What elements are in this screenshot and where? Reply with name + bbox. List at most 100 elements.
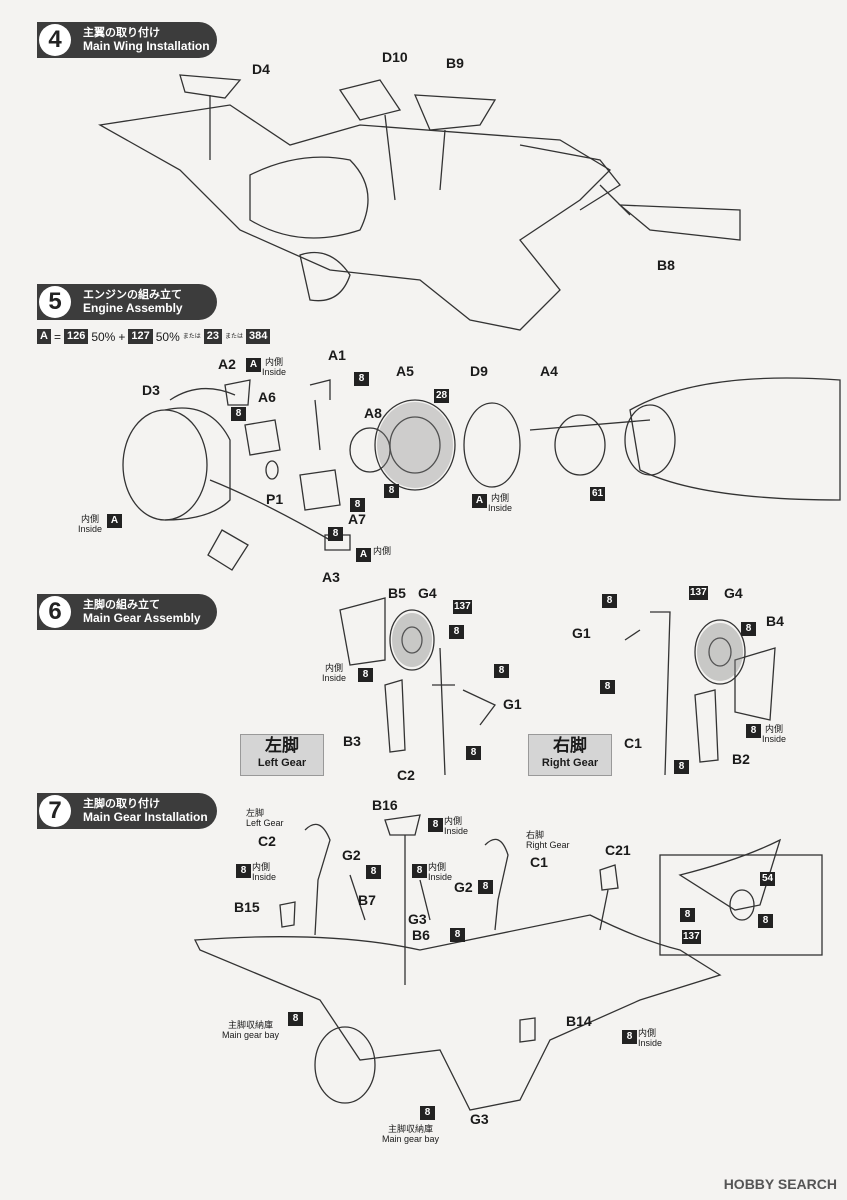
step-7-number: 7 bbox=[39, 795, 71, 827]
step-4-header: 4 主翼の取り付け Main Wing Installation bbox=[37, 22, 217, 58]
paint-color-2: 127 bbox=[128, 329, 153, 344]
paint-code-box: 8 bbox=[412, 864, 427, 878]
paint-code-box: 28 bbox=[434, 389, 449, 403]
paint-code-box: 137 bbox=[682, 930, 701, 944]
paint-code-box: A bbox=[356, 548, 371, 562]
part-label: B8 bbox=[657, 257, 675, 273]
step-7-header: 7 主脚の取り付け Main Gear Installation bbox=[37, 793, 217, 829]
part-label: C2 bbox=[258, 833, 276, 849]
part-label: B7 bbox=[358, 892, 376, 908]
paint-code-box: 8 bbox=[741, 622, 756, 636]
paint-code-box: A bbox=[472, 494, 487, 508]
paint-code-box: 8 bbox=[354, 372, 369, 386]
part-label: A6 bbox=[258, 389, 276, 405]
paint-code-box: 8 bbox=[600, 680, 615, 694]
step-4-number: 4 bbox=[39, 24, 71, 56]
paint-code-box: A bbox=[246, 358, 261, 372]
step-6-header: 6 主脚の組み立て Main Gear Assembly bbox=[37, 594, 217, 630]
part-label: G3 bbox=[408, 911, 427, 927]
part-label: B2 bbox=[732, 751, 750, 767]
watermark: HOBBY SEARCH bbox=[723, 1176, 837, 1192]
paint-code-box: 137 bbox=[453, 600, 472, 614]
part-label: G1 bbox=[503, 696, 522, 712]
paint-code-box: 8 bbox=[350, 498, 365, 512]
step-7-title-jp: 主脚の取り付け bbox=[83, 798, 160, 810]
paint-code-box: 8 bbox=[680, 908, 695, 922]
paint-code-box: A bbox=[107, 514, 122, 528]
paint-code-box: 8 bbox=[420, 1106, 435, 1120]
paint-alt-2: 384 bbox=[246, 329, 271, 344]
paint-code-box: 61 bbox=[590, 487, 605, 501]
part-label: C1 bbox=[530, 854, 548, 870]
paint-code-box: 8 bbox=[328, 527, 343, 541]
paint-pct-2: 50% bbox=[155, 329, 180, 344]
step-5-title-jp: エンジンの組み立て bbox=[83, 289, 182, 301]
paint-code-box: 54 bbox=[760, 872, 775, 886]
part-label: C2 bbox=[397, 767, 415, 783]
paint-code-box: 8 bbox=[231, 407, 246, 421]
step-7-title-en: Main Gear Installation bbox=[83, 810, 208, 824]
paint-code-box: 8 bbox=[602, 594, 617, 608]
part-label: G2 bbox=[342, 847, 361, 863]
paint-code-box: 8 bbox=[450, 928, 465, 942]
part-label: G1 bbox=[572, 625, 591, 641]
part-label: B16 bbox=[372, 797, 398, 813]
paint-alt-2-label: または bbox=[225, 333, 244, 340]
inside-note-jp: 内側 bbox=[373, 546, 392, 556]
part-label: G3 bbox=[470, 1111, 489, 1127]
part-label: A2 bbox=[218, 356, 236, 372]
step-4-title-en: Main Wing Installation bbox=[83, 39, 210, 53]
part-label: B3 bbox=[343, 733, 361, 749]
paint-code-box: 137 bbox=[689, 586, 708, 600]
paint-code: A bbox=[37, 329, 51, 344]
paint-code-box: 8 bbox=[466, 746, 481, 760]
part-label: G4 bbox=[418, 585, 437, 601]
part-label: G2 bbox=[454, 879, 473, 895]
part-label: B15 bbox=[234, 899, 260, 915]
paint-code-box: 8 bbox=[236, 864, 251, 878]
step-6-number: 6 bbox=[39, 596, 71, 628]
part-label: A7 bbox=[348, 511, 366, 527]
paint-code-box: 8 bbox=[384, 484, 399, 498]
paint-code-box: 8 bbox=[674, 760, 689, 774]
part-label: A4 bbox=[540, 363, 558, 379]
paint-code-box: 8 bbox=[746, 724, 761, 738]
part-label: P1 bbox=[266, 491, 284, 507]
part-label: G4 bbox=[724, 585, 743, 601]
paint-code-box: 8 bbox=[428, 818, 443, 832]
part-label: A8 bbox=[364, 405, 382, 421]
step-4-title-jp: 主翼の取り付け bbox=[83, 27, 160, 39]
paint-color-1: 126 bbox=[63, 329, 89, 344]
part-label: D4 bbox=[252, 61, 270, 77]
part-label: C21 bbox=[605, 842, 631, 858]
part-label: D3 bbox=[142, 382, 160, 398]
step-5-number: 5 bbox=[39, 286, 71, 318]
part-label: B14 bbox=[566, 1013, 592, 1029]
part-label: A5 bbox=[396, 363, 414, 379]
paint-code-box: 8 bbox=[358, 668, 373, 682]
paint-code-box: 8 bbox=[366, 865, 381, 879]
paint-plus: + bbox=[118, 329, 126, 344]
part-label: D9 bbox=[470, 363, 488, 379]
part-label: C1 bbox=[624, 735, 642, 751]
paint-equals: = bbox=[53, 329, 61, 344]
step-5-header: 5 エンジンの組み立て Engine Assembly bbox=[37, 284, 217, 320]
part-label: B9 bbox=[446, 55, 464, 71]
step-5-title-en: Engine Assembly bbox=[83, 301, 183, 315]
paint-code-box: 8 bbox=[478, 880, 493, 894]
